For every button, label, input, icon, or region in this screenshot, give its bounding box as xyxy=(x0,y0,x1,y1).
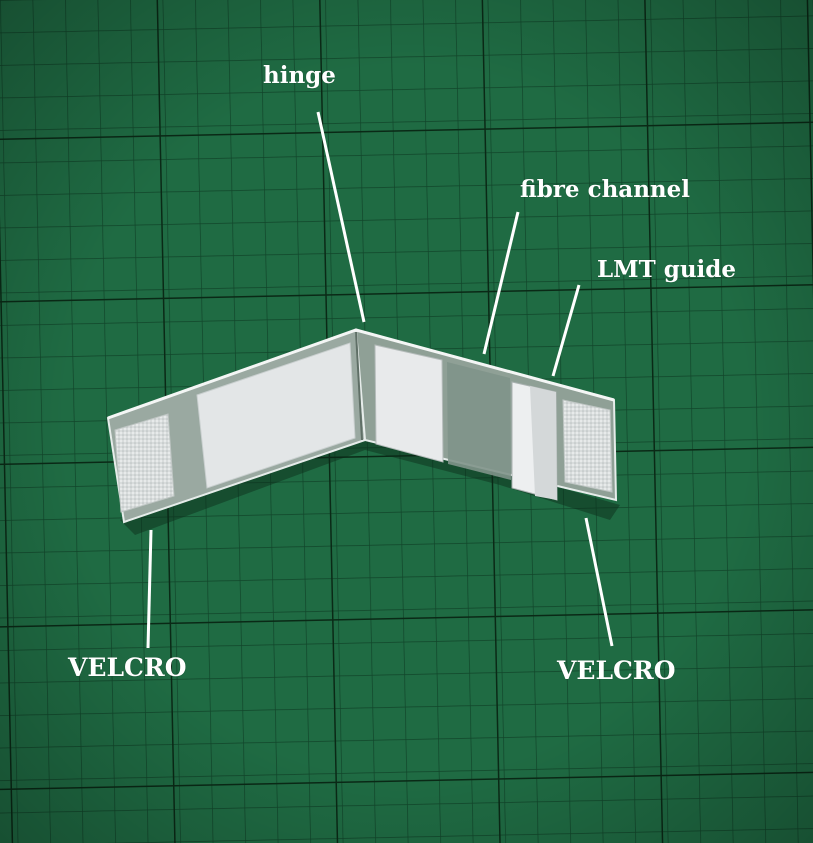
lmt-guide-label: LMT guide xyxy=(597,256,737,283)
pointer-velcro-left xyxy=(146,529,153,649)
fibre-channel-label: fibre channel xyxy=(520,176,691,203)
pointer-fibre xyxy=(482,211,520,355)
velcro-pad-left xyxy=(114,413,175,513)
pointer-velcro-right xyxy=(584,517,614,647)
velcro-right-label: VELCRO xyxy=(557,656,676,685)
fibre-channel xyxy=(447,362,511,480)
mount-pad-right xyxy=(374,344,444,463)
hinge-line xyxy=(355,331,363,441)
pointer-hinge xyxy=(316,111,366,323)
velcro-pad-right xyxy=(562,399,613,493)
mount-pad-left xyxy=(196,342,356,489)
velcro-left-label: VELCRO xyxy=(68,653,187,682)
hinge-label: hinge xyxy=(263,62,336,89)
pointer-lmt xyxy=(551,284,581,377)
